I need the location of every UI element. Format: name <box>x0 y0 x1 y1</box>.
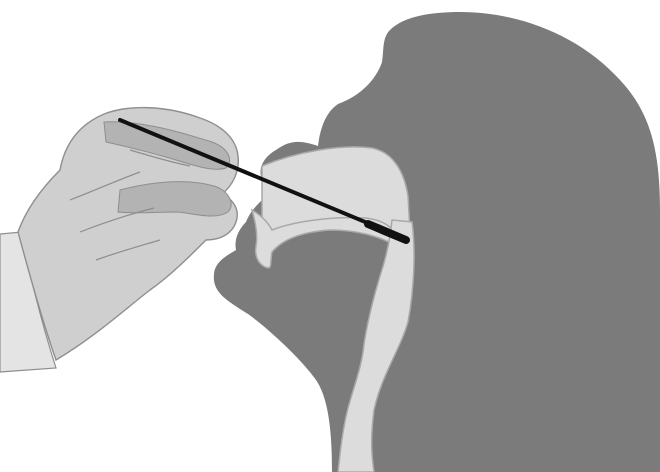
gloved-hand-icon <box>18 108 238 360</box>
glove-thumb <box>118 182 231 216</box>
